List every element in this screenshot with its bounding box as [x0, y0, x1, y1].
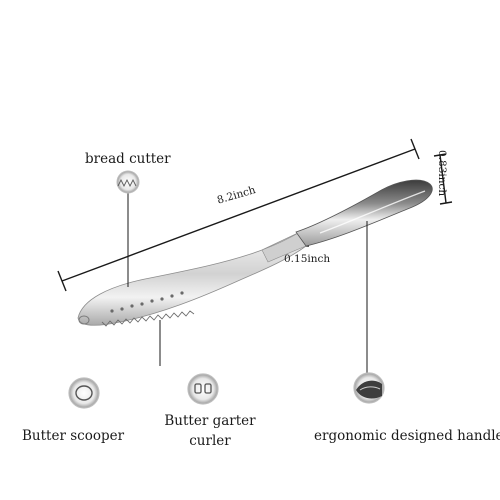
curler-detail-icon: [187, 373, 219, 405]
handle-detail-icon: [353, 372, 385, 404]
length-dimension-line: [57, 138, 420, 292]
width-dimension-line: [433, 153, 453, 205]
butter-knife-icon: [77, 179, 433, 327]
butter-scooper-label: Butter scooper: [22, 428, 125, 444]
bread-cutter-label: bread cutter: [85, 151, 171, 167]
leader-lines: [127, 193, 368, 374]
scooper-detail-icon: [68, 377, 100, 409]
thickness-dimension-label: 0.15inch: [284, 253, 331, 265]
butter-garter-curler-label: Butter garter curler: [164, 413, 256, 449]
ergonomic-handle-label: ergonomic designed handle: [314, 428, 500, 444]
width-dimension-label: 0.83inch: [436, 150, 448, 197]
bread-cutter-detail-icon: [116, 170, 140, 194]
width-dimension-text: 0.83inch: [436, 150, 448, 197]
